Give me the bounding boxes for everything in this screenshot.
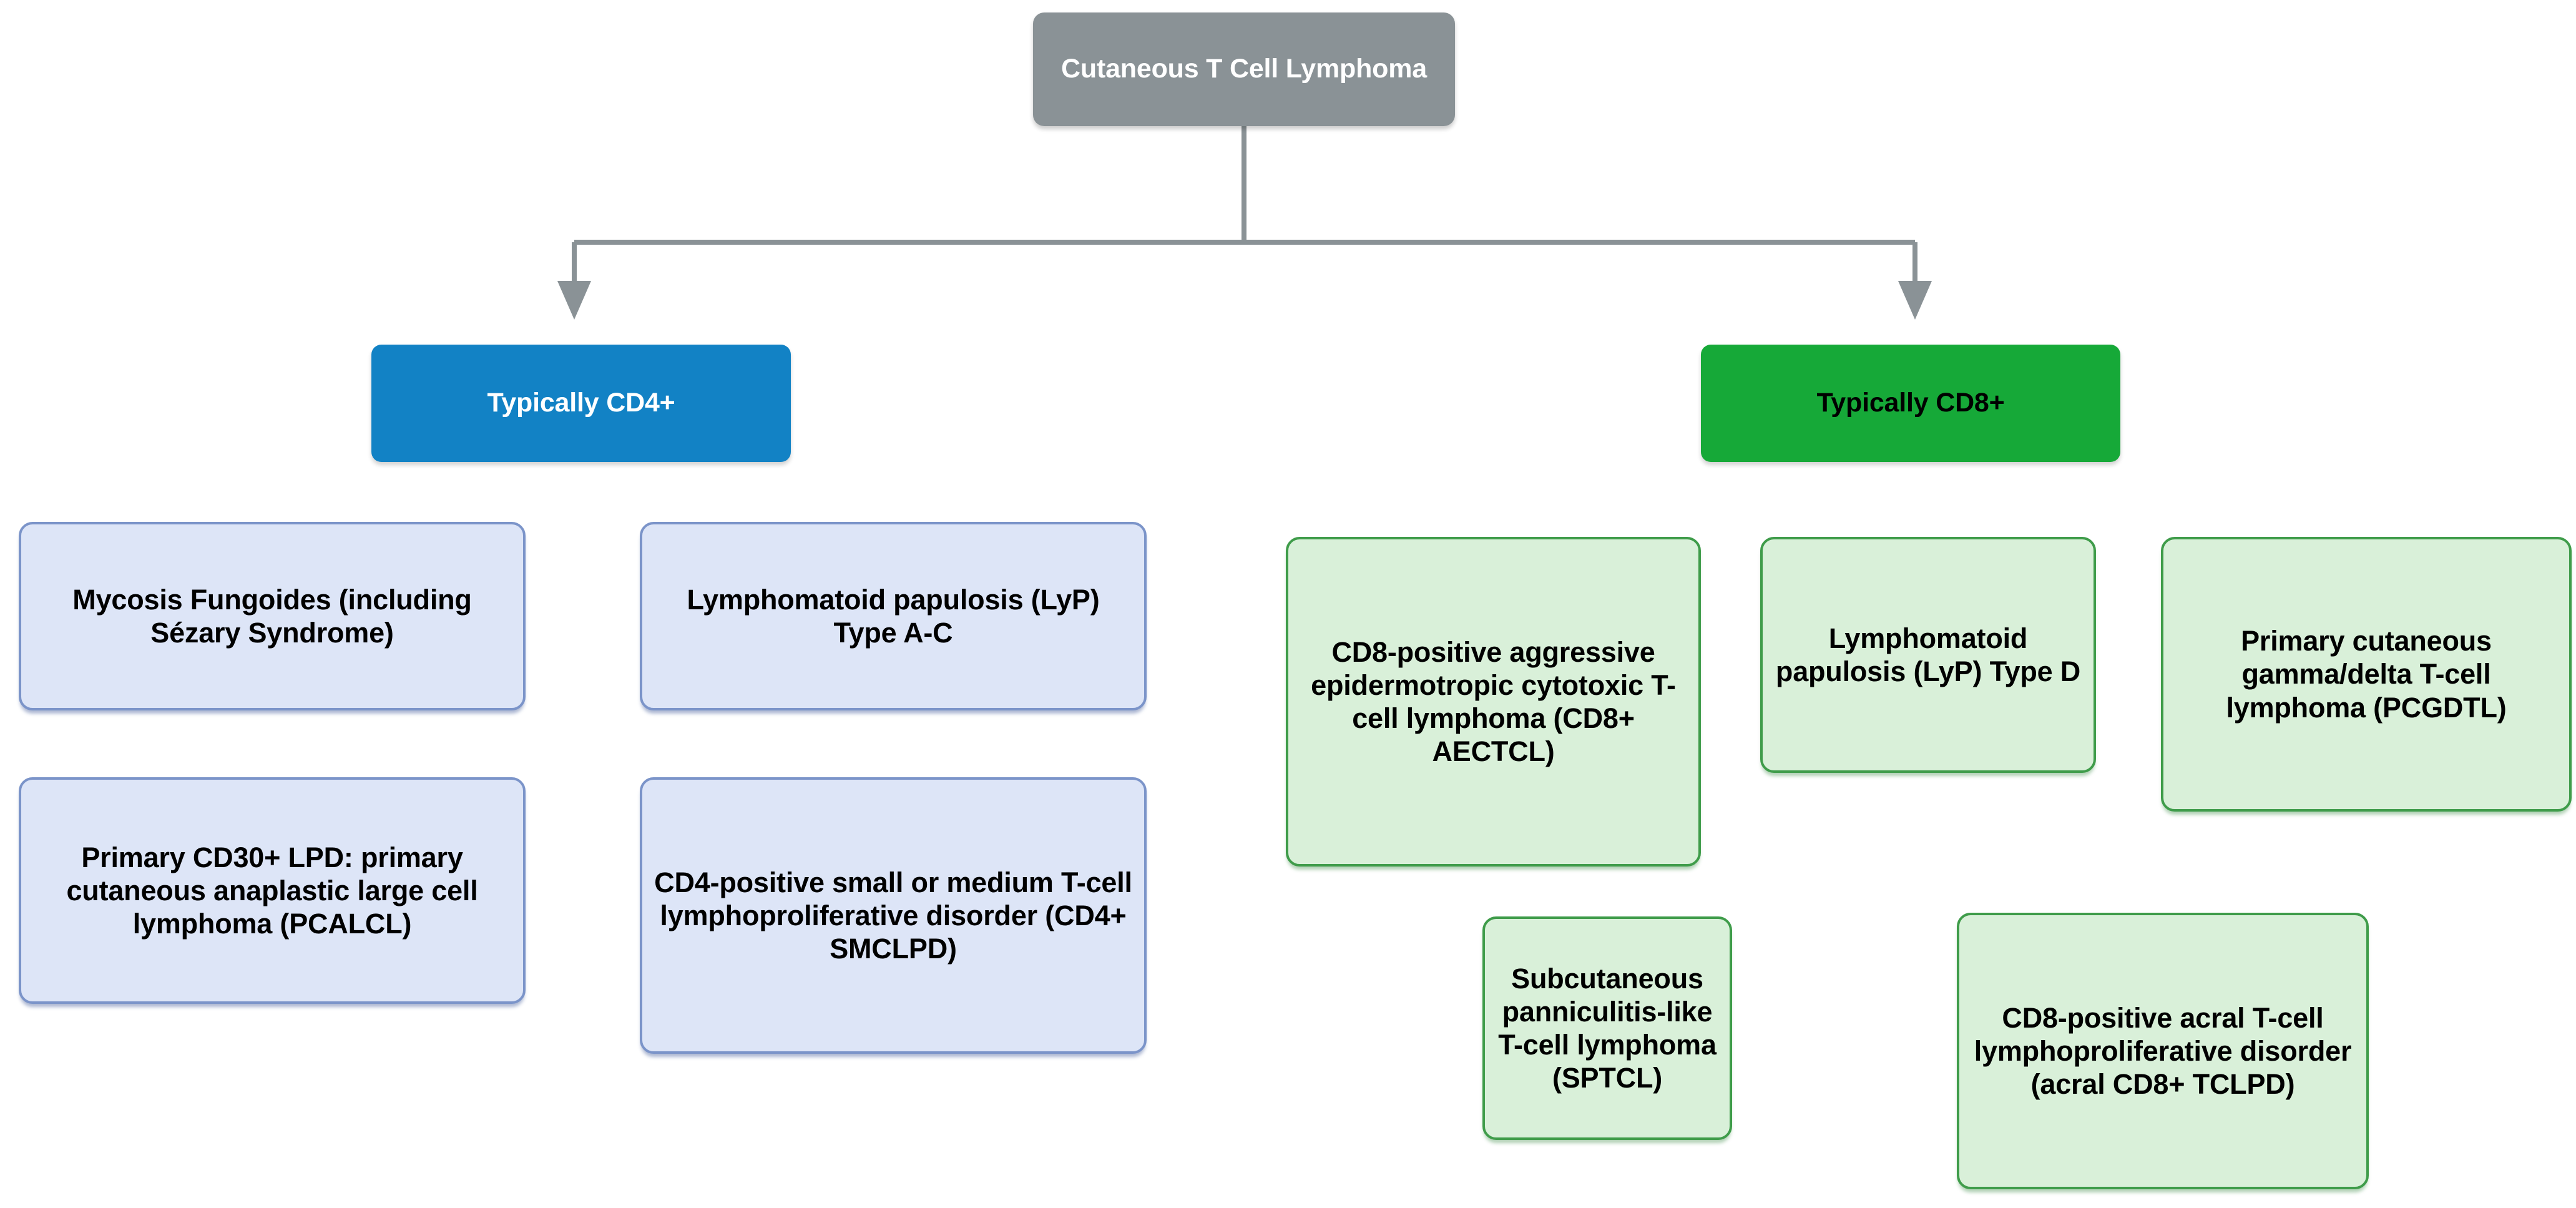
node-leaf-mycosis-fungoides[interactable]: Mycosis Fungoides (including Sézary Synd… <box>19 522 526 710</box>
node-branch-typically-cd8[interactable]: Typically CD8+ <box>1701 345 2120 462</box>
node-leaf-pcalcl[interactable]: Primary CD30+ LPD: primary cutaneous ana… <box>19 777 526 1004</box>
node-leaf-lyp-type-d[interactable]: Lymphomatoid papulosis (LyP) Type D <box>1760 537 2096 773</box>
node-leaf-pcgdtl[interactable]: Primary cutaneous gamma/delta T-cell lym… <box>2161 537 2572 812</box>
arrowhead-left <box>557 281 591 320</box>
node-branch-typically-cd4[interactable]: Typically CD4+ <box>371 345 791 462</box>
node-leaf-sptcl[interactable]: Subcutaneous panniculitis-like T-cell ly… <box>1482 916 1732 1140</box>
node-leaf-cd4-smclpd[interactable]: CD4-positive small or medium T-cell lymp… <box>640 777 1147 1054</box>
node-leaf-acral-cd8-tclpd[interactable]: CD8-positive acral T-cell lymphoprolifer… <box>1957 913 2369 1189</box>
node-leaf-cd8-aectcl[interactable]: CD8-positive aggressive epidermotropic c… <box>1286 537 1701 867</box>
node-leaf-lyp-type-a-c[interactable]: Lymphomatoid papulosis (LyP) Type A-C <box>640 522 1147 710</box>
arrowhead-right <box>1898 281 1932 320</box>
node-root-cutaneous-t-cell-lymphoma[interactable]: Cutaneous T Cell Lymphoma <box>1033 12 1455 126</box>
